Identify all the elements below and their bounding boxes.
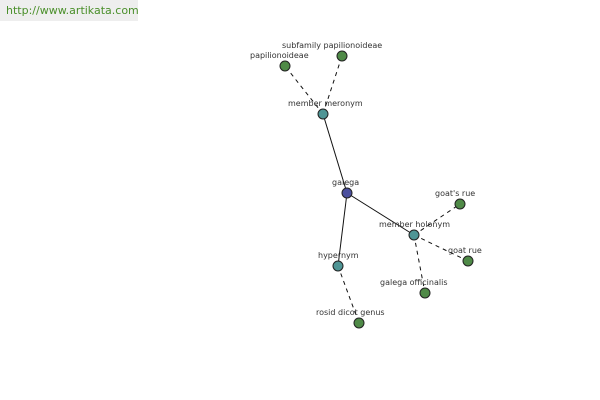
edge-member-meronym-to-papilionoideae (284, 65, 324, 115)
edge-hypernym-to-rosid-dicot-genus (337, 265, 360, 324)
node-label-member-holonym: member holonym (379, 220, 450, 229)
node-hypernym[interactable] (332, 260, 344, 272)
edges-layer (284, 55, 469, 324)
node-member-meronym[interactable] (317, 108, 329, 120)
node-galega-officinalis[interactable] (419, 287, 431, 299)
node-label-goat-rue: goat rue (448, 246, 482, 255)
node-label-hypernym: hypernym (318, 251, 359, 260)
edge-galega-to-hypernym (337, 192, 348, 267)
node-label-rosid-dicot-genus: rosid dicot genus (316, 308, 385, 317)
node-label-goats-rue-1: goat's rue (435, 189, 475, 198)
node-label-galega-officinalis: galega officinalis (380, 278, 447, 287)
node-member-holonym[interactable] (408, 229, 420, 241)
node-subfamily-papilionoideae[interactable] (336, 50, 348, 62)
edge-member-holonym-to-galega-officinalis (413, 234, 426, 294)
node-label-galega: galega (332, 178, 359, 187)
node-goats-rue-1[interactable] (454, 198, 466, 210)
edge-member-holonym-to-goats-rue-1 (413, 203, 461, 236)
node-galega[interactable] (341, 187, 353, 199)
node-label-member-meronym: member meronym (288, 99, 363, 108)
edge-galega-to-member-holonym (346, 192, 415, 236)
node-papilionoideae[interactable] (279, 60, 291, 72)
labels-layer: galega member meronym member holonym hypern… (250, 41, 482, 317)
nodes-layer (279, 50, 474, 329)
node-label-subfamily-papilionoideae: subfamily papilionoideae (282, 41, 382, 50)
edge-galega-to-member-meronym (322, 113, 348, 194)
node-label-papilionoideae: papilionoideae (250, 51, 309, 60)
watermark-url: http://www.artikata.com (0, 0, 139, 21)
node-goat-rue[interactable] (462, 255, 474, 267)
edge-member-holonym-to-goat-rue (413, 234, 469, 262)
edge-member-meronym-to-subfamily-papilionoideae (322, 55, 343, 115)
node-rosid-dicot-genus[interactable] (353, 317, 365, 329)
